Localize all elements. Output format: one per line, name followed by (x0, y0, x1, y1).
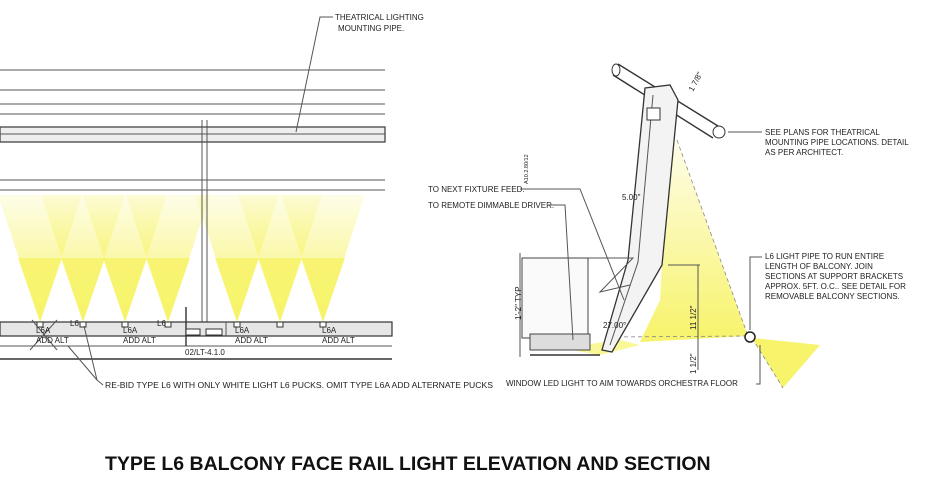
light-cone-core (301, 258, 345, 322)
fixture-label: L6A (322, 326, 337, 335)
fixture-label: L6A (123, 326, 138, 335)
dim-angle: 27.00° (603, 321, 626, 330)
fixture-label: L6A (36, 326, 51, 335)
pipe-leader (295, 16, 333, 133)
pipe-locations-note: SEE PLANS FOR THEATRICAL (765, 128, 880, 137)
fixture-alt-label: ADD ALT (235, 336, 268, 345)
fixture-label: L6 (157, 319, 166, 328)
puck-icon (36, 321, 44, 328)
light-cone-core (61, 258, 105, 322)
fixture-label: L6A (235, 326, 250, 335)
puck-icon (79, 321, 87, 328)
pipe-locations-note: MOUNTING PIPE LOCATIONS. DETAIL (765, 138, 909, 147)
light-cone-core (215, 258, 259, 322)
light-pipe-note: REMOVABLE BALCONY SECTIONS. (765, 292, 900, 301)
light-cone-core (103, 258, 147, 322)
light-pipe-note: SECTIONS AT SUPPORT BRACKETS (765, 272, 903, 281)
dim-bottom: 1 1/2" (689, 353, 698, 374)
light-cones (0, 195, 365, 322)
dim-height: 11 1/2" (689, 305, 698, 330)
section-view: SEE PLANS FOR THEATRICAL MOUNTING PIPE L… (428, 63, 909, 389)
window-led-note: WINDOW LED LIGHT TO AIM TOWARDS ORCHESTR… (506, 379, 738, 388)
fixture-feed-note: TO NEXT FIXTURE FEED. (428, 185, 525, 194)
balcony-slab (519, 253, 635, 357)
dim-typ: 1'-2" TYP (514, 286, 523, 320)
puck-icon (276, 321, 284, 328)
drawing-title: TYPE L6 BALCONY FACE RAIL LIGHT ELEVATIO… (105, 453, 711, 475)
puck-icon (319, 321, 327, 328)
puck-fixtures (36, 321, 327, 328)
puck-icon (121, 321, 129, 328)
fixture-alt-label: ADD ALT (123, 336, 156, 345)
light-cone-core (258, 258, 302, 322)
puck-icon (233, 321, 241, 328)
pipe-note-line-2: MOUNTING PIPE. (338, 24, 404, 33)
fixture-alt-label: ADD ALT (322, 336, 355, 345)
rail-lines (0, 69, 393, 360)
pipe-note-line-1: THEATRICAL LIGHTING (335, 13, 424, 22)
theatrical-pipe (611, 63, 726, 139)
puck-icon (164, 321, 172, 328)
detail-ref: A10.2.80/12 (524, 154, 530, 184)
light-pipe-note: APPROX. 5FT. O.C.. SEE DETAIL FOR (765, 282, 906, 291)
light-cone-core (146, 258, 190, 322)
fixture-label: L6 (70, 319, 79, 328)
elevation-view: THEATRICAL LIGHTING MOUNTING PIPE. L6A A… (0, 13, 493, 390)
dim-pipe: 1 7/8" (687, 70, 705, 93)
fixture-alt-label: ADD ALT (36, 336, 69, 345)
light-pipe-note: LENGTH OF BALCONY. JOIN (765, 262, 873, 271)
rebid-note: RE-BID TYPE L6 WITH ONLY WHITE LIGHT L6 … (105, 380, 493, 390)
driver-note: TO REMOTE DIMMABLE DRIVER. (428, 201, 554, 210)
balcony-face (601, 84, 679, 353)
section-reference: 02/LT-4.1.0 (185, 348, 225, 357)
light-cone-lower (752, 338, 820, 388)
dim-face: 5.00" (622, 193, 641, 202)
light-cone-core (18, 258, 62, 322)
light-pipe-icon (744, 331, 756, 343)
light-pipe-note: L6 LIGHT PIPE TO RUN ENTIRE (765, 252, 884, 261)
pipe-locations-note: AS PER ARCHITECT. (765, 148, 843, 157)
